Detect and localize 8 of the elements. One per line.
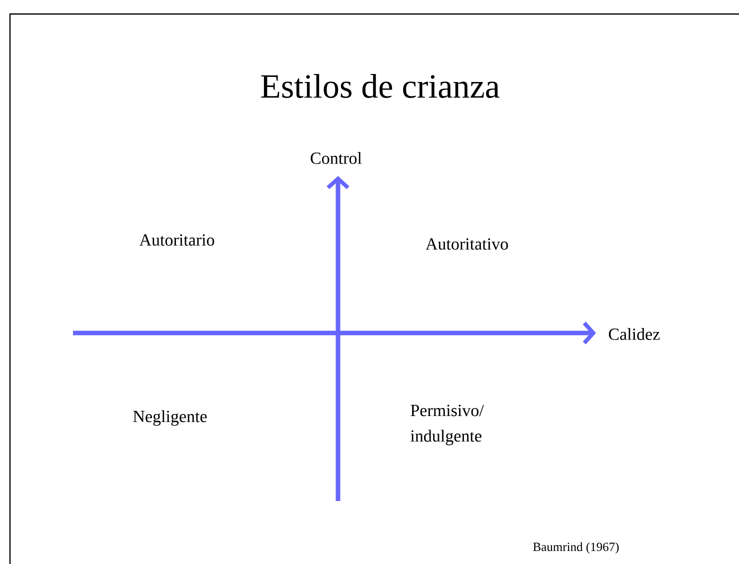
axis-label: Control bbox=[310, 152, 362, 164]
axis-label: Calidez bbox=[608, 328, 660, 340]
quadrant-label: Autoritario bbox=[139, 234, 214, 246]
quadrant-label: Permisivo/ indulgente bbox=[410, 404, 484, 446]
title: Estilos de crianza bbox=[261, 74, 500, 98]
quadrant-label: Negligente bbox=[133, 410, 207, 426]
source-note: Baumrind (1967) bbox=[533, 542, 619, 554]
quadrant-label: Autoritativo bbox=[426, 238, 508, 250]
